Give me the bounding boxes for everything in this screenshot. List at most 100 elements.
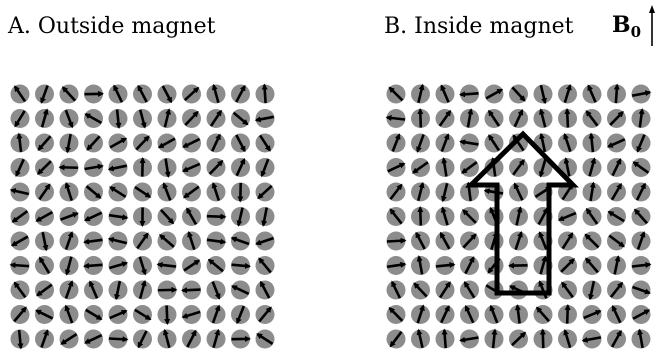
spin-arrow [487, 109, 501, 127]
spin-arrow [236, 207, 244, 227]
panel-b-spin-lattice [385, 83, 652, 349]
spin-arrow [585, 110, 599, 127]
spin-arrow [632, 285, 651, 295]
spin-arrow [259, 134, 271, 152]
spin-arrow [10, 235, 29, 247]
spin-arrow [115, 109, 122, 129]
spin-arrow [157, 286, 178, 293]
net-magnetization-arrow-icon [464, 130, 579, 296]
spin-arrow [587, 84, 597, 103]
spin-arrow [36, 283, 53, 297]
spin-arrow [14, 110, 26, 128]
spin-arrow [83, 211, 103, 222]
spin-arrow [514, 304, 521, 324]
spin-arrow [182, 137, 201, 149]
spin-arrow [638, 108, 645, 128]
spin-arrow [134, 308, 152, 321]
spin-arrow [88, 280, 99, 299]
spin-arrow [181, 310, 201, 319]
spin-arrow [632, 161, 650, 174]
spin-arrow [563, 157, 571, 177]
spin-arrow [15, 158, 25, 178]
spin-arrow [511, 86, 526, 102]
spin-arrow [261, 83, 268, 104]
spin-arrow [258, 306, 272, 323]
spin-arrow [416, 134, 425, 153]
spin-arrow [38, 256, 51, 274]
spin-arrow [83, 262, 103, 269]
spin-arrow [466, 108, 474, 128]
spin-arrow [61, 86, 77, 102]
spin-arrow [609, 110, 624, 126]
spin-arrow [83, 238, 103, 245]
spin-arrow [441, 328, 448, 349]
spin-arrow [211, 83, 220, 104]
spin-arrow [588, 280, 596, 301]
spin-arrow [389, 208, 403, 225]
spin-arrow [416, 304, 425, 324]
spin-arrow [212, 328, 221, 349]
b0-direction-arrow-icon [649, 5, 655, 46]
spin-arrow [538, 280, 548, 299]
spin-arrow [13, 85, 27, 103]
spin-arrow [389, 183, 403, 200]
spin-arrow [109, 137, 128, 149]
spin-arrow [64, 231, 74, 250]
spin-arrow [9, 188, 30, 196]
panel-a-spin-lattice [9, 83, 275, 350]
spin-arrow [613, 83, 620, 104]
spin-arrow [636, 231, 646, 250]
spin-arrow [606, 138, 626, 148]
spin-arrow [35, 309, 54, 320]
spin-arrow [235, 305, 246, 325]
spin-arrow [610, 182, 623, 201]
spin-arrow [60, 333, 78, 345]
spin-arrow [64, 304, 74, 324]
spin-arrow [386, 237, 407, 244]
spin-arrow [584, 233, 600, 249]
spin-arrow [209, 109, 223, 127]
spin-arrow [64, 280, 74, 299]
spin-arrow [257, 184, 273, 200]
spin-arrow [415, 231, 426, 250]
spin-arrow [254, 115, 275, 123]
spin-arrow [211, 133, 221, 152]
spin-arrow [11, 210, 29, 223]
spin-arrow [417, 181, 425, 202]
spin-arrow [439, 231, 451, 250]
spin-arrow [184, 110, 199, 126]
spin-arrow [134, 185, 152, 199]
spin-arrow [538, 231, 548, 250]
spin-arrow [64, 256, 73, 276]
spin-arrow [162, 182, 172, 201]
spin-arrow [235, 134, 246, 153]
spin-arrow [211, 182, 221, 201]
spin-arrow [611, 304, 622, 324]
spin-arrow [388, 86, 404, 102]
spin-arrow [512, 159, 525, 176]
spin-arrow [438, 109, 452, 127]
spin-arrow [390, 280, 402, 299]
spin-arrow [186, 329, 197, 348]
spin-arrow [539, 84, 547, 105]
spin-arrow [389, 331, 403, 348]
spin-arrow [583, 309, 602, 320]
spin-arrow [258, 257, 272, 274]
spin-arrow [440, 206, 449, 226]
spin-arrow [181, 287, 201, 294]
spin-arrow [17, 329, 24, 350]
spin-arrow [181, 162, 201, 173]
spin-arrow [563, 83, 572, 103]
spin-arrow [511, 331, 527, 347]
spin-arrow [563, 328, 572, 348]
spin-arrow [386, 261, 407, 269]
spin-arrow [512, 134, 525, 152]
spin-arrow [256, 333, 274, 345]
spin-arrow [463, 281, 476, 299]
spin-arrow [564, 304, 571, 324]
spin-arrow [585, 257, 599, 274]
spin-arrow [157, 137, 176, 149]
spin-arrow [109, 309, 128, 320]
spin-arrow [65, 133, 72, 154]
spin-arrow [138, 279, 147, 300]
